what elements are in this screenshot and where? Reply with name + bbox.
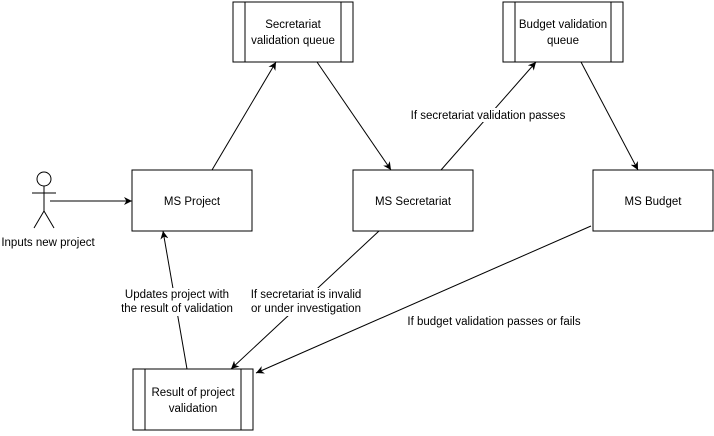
node-label-line: queue <box>547 35 579 47</box>
node-label-line: Secretariat <box>265 19 321 31</box>
node-ms-project[interactable]: MS Project <box>131 169 253 232</box>
person-icon <box>32 171 56 229</box>
node-label-line: validation <box>169 403 218 415</box>
edge-project-to-secretariat-queue <box>211 61 277 171</box>
edge-label-updates-project: Updates project with <box>125 289 229 301</box>
edge-label-budget-validation: If budget validation passes or fails <box>407 316 580 328</box>
actor-label: Inputs new project <box>1 237 95 249</box>
edge-budget-queue-to-ms-budget <box>580 61 639 171</box>
node-label-line: validation queue <box>251 35 335 47</box>
node-label-line: Budget validation <box>519 19 607 31</box>
node-label-line: MS Project <box>164 196 221 208</box>
node-budget-validation-queue[interactable]: Budget validation queue <box>502 1 624 63</box>
edge-label-secretariat-invalid: If secretariat is invalid <box>251 289 362 301</box>
edge-ms-budget-to-result <box>255 225 592 374</box>
node-ms-secretariat[interactable]: MS Secretariat <box>352 169 474 232</box>
node-secretariat-validation-queue[interactable]: Secretariat validation queue <box>232 1 354 63</box>
edge-label-secretariat-invalid: or under investigation <box>251 303 361 315</box>
node-label-line: MS Secretariat <box>375 196 452 208</box>
node-result-of-project-validation[interactable]: Result of project validation <box>132 368 254 431</box>
node-label-line: MS Budget <box>625 196 683 208</box>
edge-label-secretariat-passes: If secretariat validation passes <box>411 110 566 122</box>
node-label-line: Result of project <box>151 387 235 399</box>
edge-secretariat-queue-to-ms-secretariat <box>316 61 392 171</box>
edge-label-updates-project: the result of validation <box>121 303 233 315</box>
node-ms-budget[interactable]: MS Budget <box>592 169 714 232</box>
